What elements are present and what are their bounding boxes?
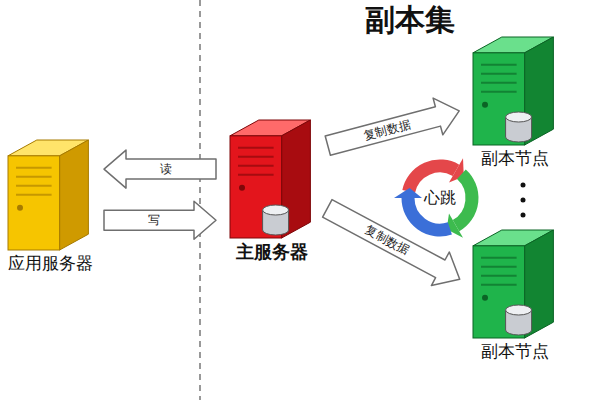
server-node: 主服务器	[222, 118, 322, 264]
hollow-arrow	[323, 200, 460, 286]
server-node: 副本节点	[465, 228, 565, 363]
arrow-label: 写	[148, 214, 160, 226]
server-icon	[224, 118, 320, 240]
heartbeat-node: 心跳	[392, 150, 488, 246]
arrow-label: 读	[160, 163, 172, 175]
hollow-arrow	[104, 201, 216, 239]
server-icon	[2, 138, 98, 252]
server-label: 副本节点	[481, 147, 549, 170]
heartbeat-label: 心跳	[424, 188, 456, 209]
server-icon	[467, 228, 563, 340]
server-label: 主服务器	[236, 240, 308, 264]
server-label: 副本节点	[481, 340, 549, 363]
server-label: 应用服务器	[8, 252, 93, 275]
diagram-title: 副本集	[300, 0, 520, 41]
server-icon	[467, 35, 563, 147]
ellipsis-dot	[521, 198, 526, 203]
ellipsis-dot	[521, 213, 526, 218]
ellipsis-dot	[521, 183, 526, 188]
server-node: 副本节点	[465, 35, 565, 170]
server-node: 应用服务器	[2, 138, 98, 275]
divider-line	[199, 0, 200, 400]
hollow-arrow	[104, 150, 216, 188]
hollow-arrow	[325, 98, 459, 155]
